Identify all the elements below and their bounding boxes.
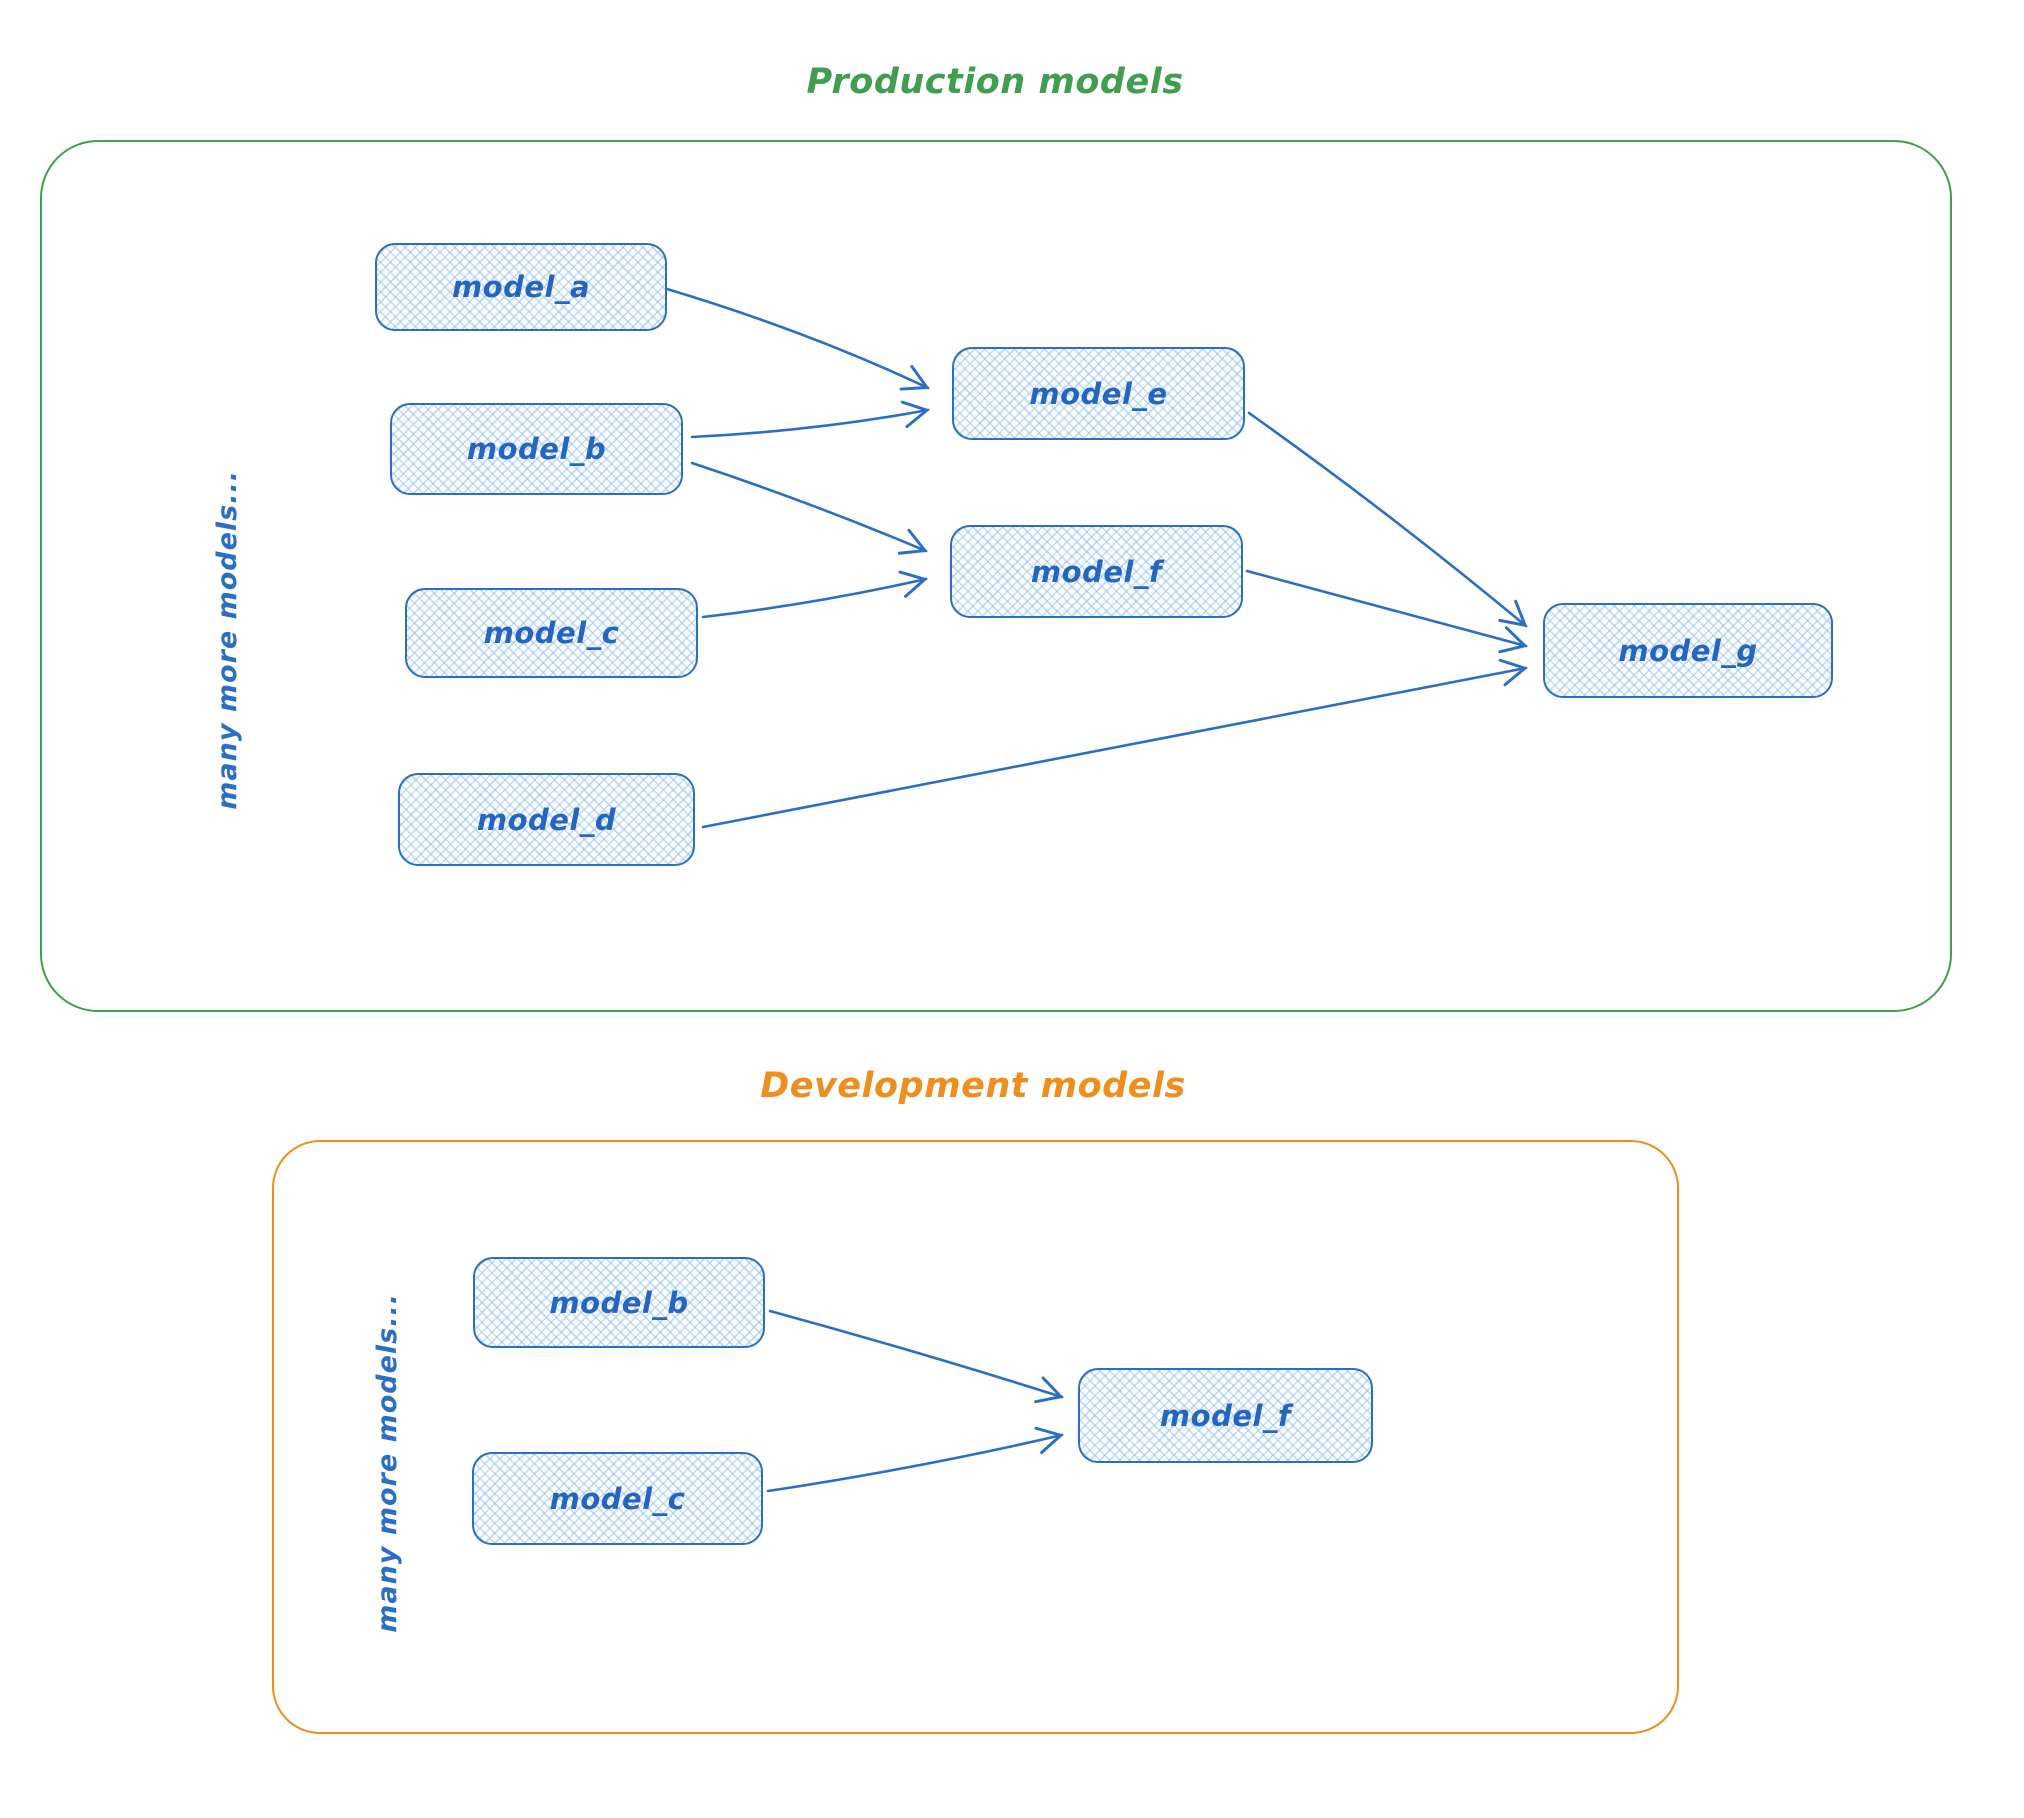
node-model-e: model_e bbox=[952, 347, 1245, 440]
node-model-g: model_g bbox=[1543, 603, 1833, 698]
node-model-e-label: model_e bbox=[1029, 376, 1168, 411]
production-side-label: many more models... bbox=[212, 470, 243, 810]
node-dev-model-b: model_b bbox=[473, 1257, 765, 1348]
node-model-c: model_c bbox=[405, 588, 698, 678]
node-dev-model-f: model_f bbox=[1078, 1368, 1373, 1463]
node-dev-model-c-label: model_c bbox=[549, 1481, 686, 1516]
production-frame bbox=[40, 140, 1952, 1012]
node-model-g-label: model_g bbox=[1618, 633, 1758, 668]
node-model-d-label: model_d bbox=[476, 802, 617, 837]
node-dev-model-b-label: model_b bbox=[549, 1285, 689, 1320]
development-side-label: many more models... bbox=[372, 1293, 403, 1633]
development-frame bbox=[272, 1140, 1679, 1734]
node-dev-model-c: model_c bbox=[472, 1452, 763, 1545]
node-model-c-label: model_c bbox=[483, 616, 620, 650]
node-dev-model-f-label: model_f bbox=[1159, 1398, 1292, 1433]
node-model-a-label: model_a bbox=[451, 270, 591, 304]
node-model-b-label: model_b bbox=[466, 432, 607, 466]
development-title: Development models bbox=[760, 1066, 1186, 1106]
node-model-f-label: model_f bbox=[1030, 554, 1163, 589]
node-model-a: model_a bbox=[375, 243, 667, 331]
node-model-b: model_b bbox=[390, 403, 683, 495]
node-model-d: model_d bbox=[398, 773, 695, 866]
production-title: Production models bbox=[806, 62, 1184, 102]
node-model-f: model_f bbox=[950, 525, 1243, 618]
